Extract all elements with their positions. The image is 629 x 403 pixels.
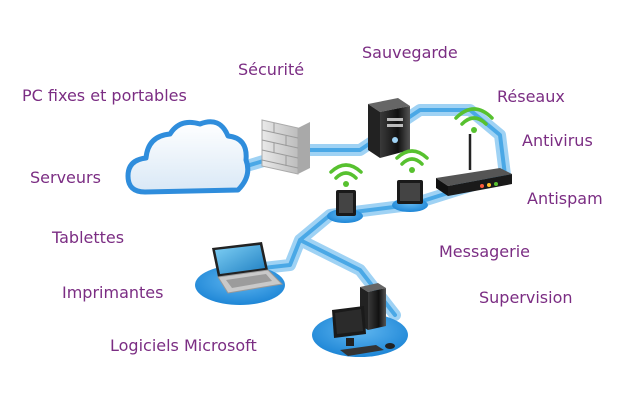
label-logiciels: Logiciels Microsoft [110,336,257,355]
label-sauvegarde: Sauvegarde [362,43,458,62]
label-messagerie: Messagerie [439,242,530,261]
label-serveurs: Serveurs [30,168,101,187]
label-imprimantes: Imprimantes [62,283,164,302]
wifi-icon [454,107,494,133]
laptop-icon [195,242,285,305]
label-antivirus: Antivirus [522,131,593,150]
firewall-icon [261,119,310,175]
tablet-icon [327,190,363,223]
label-pc: PC fixes et portables [22,86,187,105]
wifi-icon [395,149,429,173]
tablet-icon [392,180,428,212]
wifi-icon [329,163,363,187]
label-tablettes: Tablettes [52,228,125,247]
server-icon [368,98,410,158]
label-reseaux: Réseaux [497,87,565,106]
label-securite: Sécurité [238,60,305,79]
cloud-icon [125,119,251,195]
router-icon [436,134,512,196]
label-supervision: Supervision [479,288,573,307]
label-antispam: Antispam [527,189,603,208]
desktop-computer-icon [312,283,408,357]
